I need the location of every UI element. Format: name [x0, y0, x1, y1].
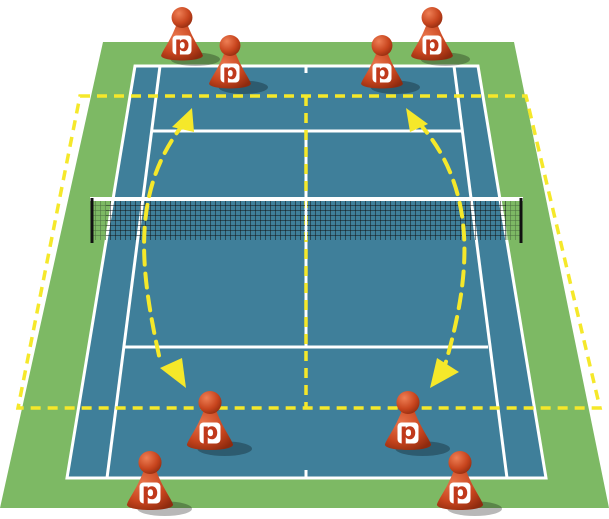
- player-label: p: [223, 60, 238, 84]
- player-label: p: [452, 479, 469, 505]
- player-head: [172, 7, 193, 28]
- player-far-right-back: p: [411, 7, 470, 66]
- player-head: [396, 391, 419, 414]
- player-head: [372, 35, 393, 56]
- player-label: p: [375, 60, 390, 84]
- player-label: p: [425, 32, 440, 56]
- player-head: [198, 391, 221, 414]
- player-head: [422, 7, 443, 28]
- player-head: [220, 35, 241, 56]
- player-head: [138, 451, 161, 474]
- player-label: p: [142, 479, 159, 505]
- player-far-left-back: p: [161, 7, 220, 66]
- player-label: p: [175, 32, 190, 56]
- player-label: p: [400, 419, 417, 445]
- player-head: [448, 451, 471, 474]
- player-label: p: [202, 419, 219, 445]
